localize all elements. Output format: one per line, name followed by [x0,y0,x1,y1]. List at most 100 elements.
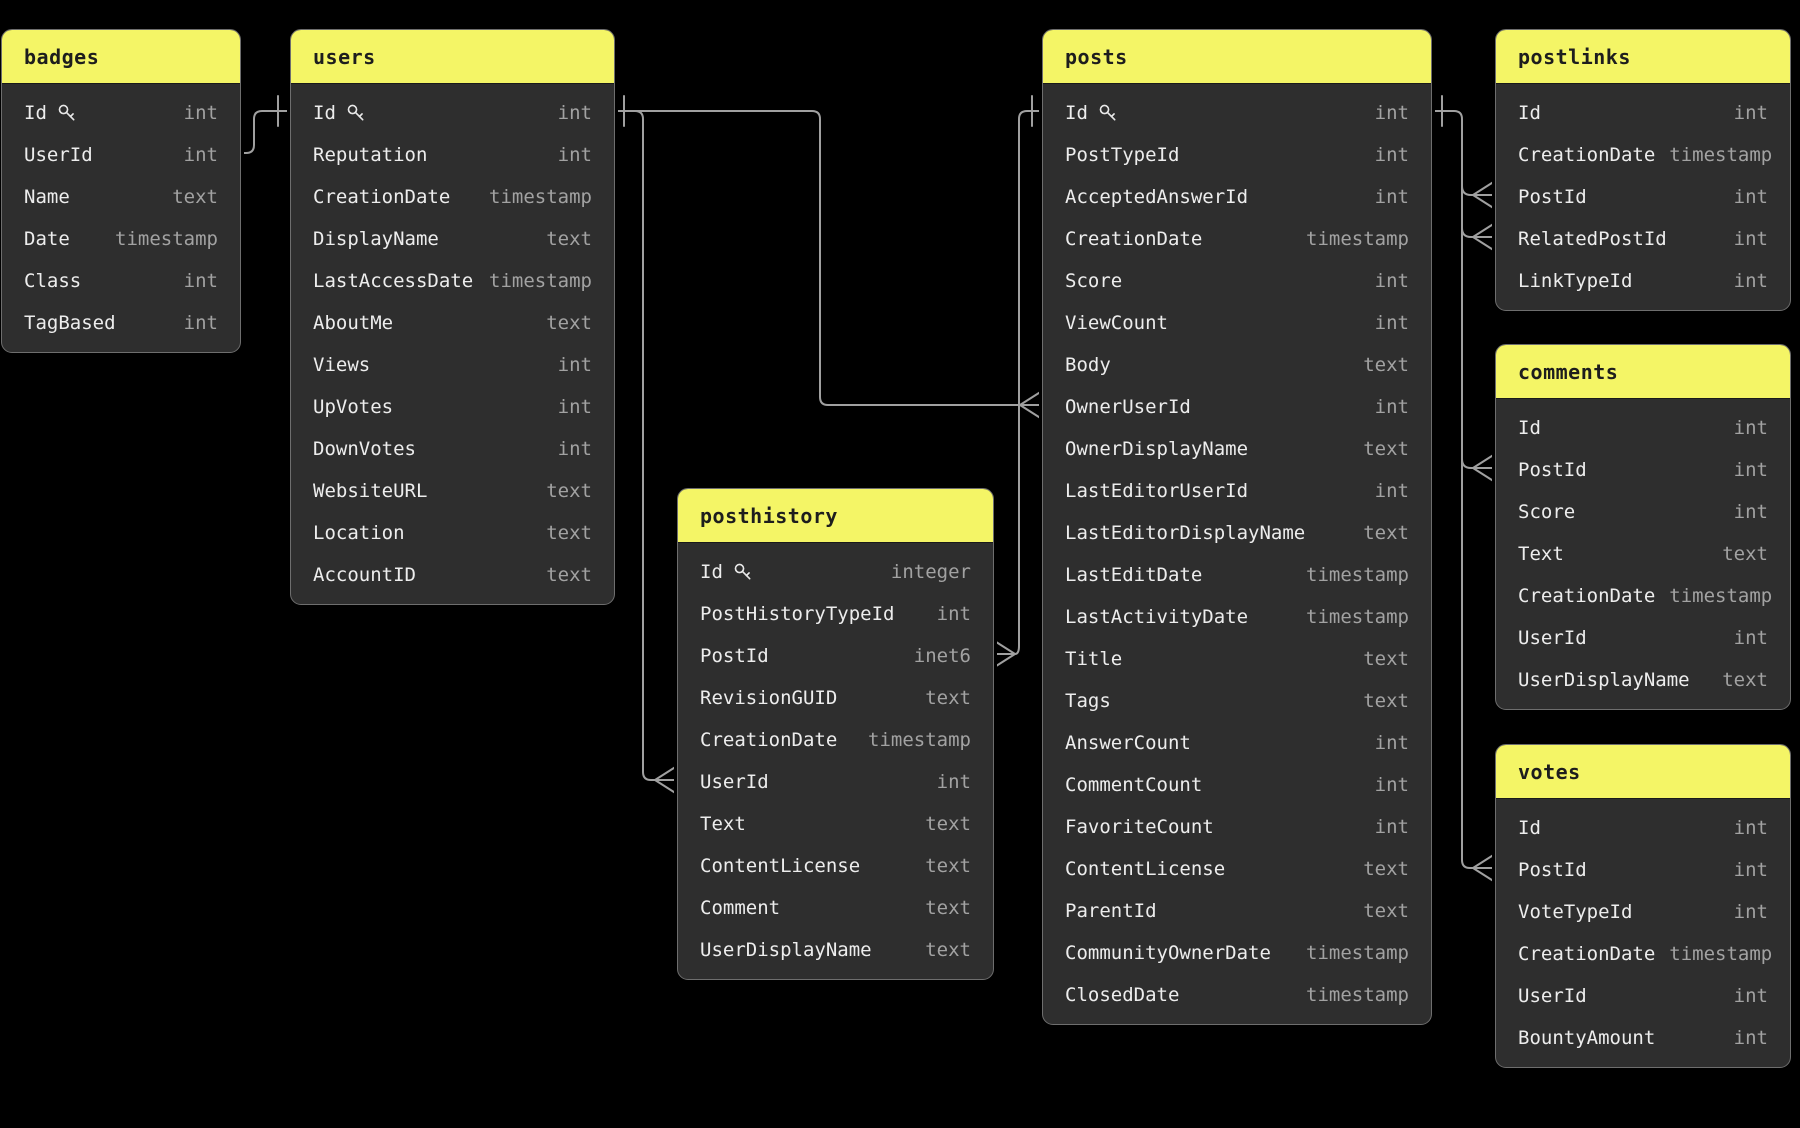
column-name: Id [1518,417,1541,439]
column-type: text [546,564,592,586]
column-name: Tags [1065,690,1111,712]
table-header-comments[interactable]: comments [1496,345,1790,399]
column-row-votes-creationdate[interactable]: CreationDate timestamp [1496,933,1790,975]
column-name: TagBased [24,312,116,334]
column-name: PostTypeId [1065,144,1180,166]
column-type: text [925,939,971,961]
column-name: CreationDate [1518,943,1656,965]
column-type: int [1374,312,1409,334]
column-name: Score [1065,270,1123,292]
table-header-badges[interactable]: badges [2,30,240,84]
column-type: timestamp [1306,228,1409,250]
column-name: Score [1518,501,1576,523]
table-header-posthistory[interactable]: posthistory [678,489,993,543]
table-header-votes[interactable]: votes [1496,745,1790,799]
column-name: FavoriteCount [1065,816,1214,838]
table-header-postlinks[interactable]: postlinks [1496,30,1790,84]
column-type: timestamp [1306,606,1409,628]
table-title: badges [24,44,100,69]
column-name: PostHistoryTypeId [700,603,895,625]
column-name: ContentLicense [1065,858,1226,880]
table-header-users[interactable]: users [291,30,614,84]
table-header-posts[interactable]: posts [1043,30,1431,84]
column-type: timestamp [1669,943,1773,965]
